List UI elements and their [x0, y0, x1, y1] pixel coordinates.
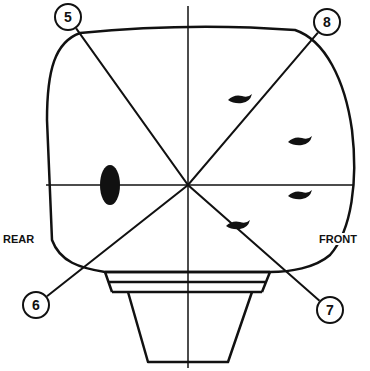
direction-label: REAR [2, 233, 35, 245]
leader-line [47, 33, 318, 297]
callout-number: 7 [326, 303, 334, 317]
callout-circle: 8 [313, 8, 341, 36]
callout-circle: 7 [316, 296, 344, 324]
deposit-mark [288, 136, 312, 145]
neck [128, 292, 252, 362]
callout-number: 6 [32, 298, 40, 312]
callout-number: 8 [323, 15, 331, 29]
leader-line [76, 28, 319, 300]
vertical-axis [187, 6, 189, 368]
callout-circle: 5 [54, 3, 82, 31]
callout-number: 5 [64, 10, 72, 24]
horizontal-axis [46, 184, 354, 186]
callout-circle: 6 [22, 291, 50, 319]
direction-label: FRONT [318, 233, 358, 245]
head-outline [47, 27, 354, 272]
deposit-mark [288, 190, 312, 199]
dark-spot [100, 165, 120, 205]
deposit-mark [228, 94, 252, 103]
